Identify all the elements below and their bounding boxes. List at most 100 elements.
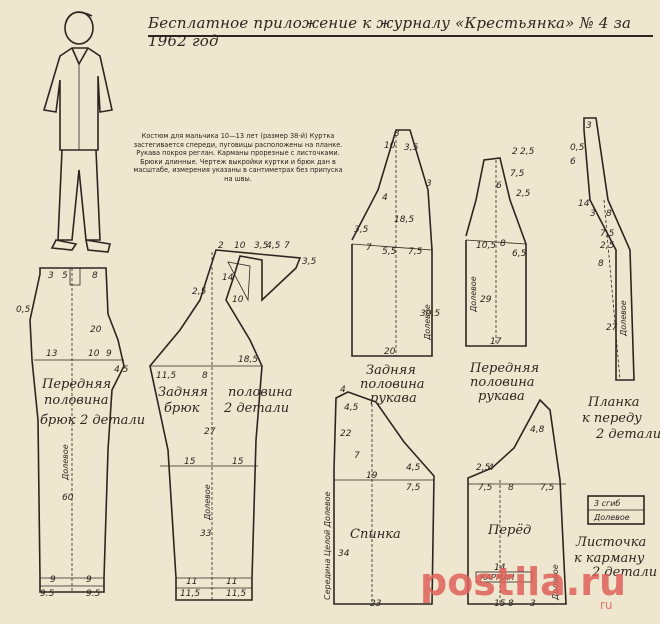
measure-label: 11,5 <box>156 371 176 381</box>
watermark: postila.ru <box>420 560 627 604</box>
front-sleeve-line2: половина <box>470 375 535 390</box>
front-trousers-line3: брюк <box>40 413 76 428</box>
measure-label: 2,5 <box>520 147 535 157</box>
measure-label: 0,5 <box>16 305 31 315</box>
front-label: Перёд <box>487 523 531 538</box>
page-header: Бесплатное приложение к журналу «Крестья… <box>148 14 653 50</box>
measure-label: 6,5 <box>512 249 527 259</box>
grain-label-front-sleeve: Долевое <box>469 276 478 313</box>
measure-label: 7,5 <box>600 229 615 239</box>
measure-label: 8 <box>202 371 208 381</box>
back-trousers-piece <box>149 249 302 601</box>
grain-label-back-trousers: Долевое <box>203 484 212 521</box>
front-sleeve-line1: Передняя <box>469 361 539 376</box>
measure-label: 11,5 <box>226 589 246 599</box>
measurements: 3 5 8 0,5 20 13 10 9 4,5 60 9 9 9.5 9.5 … <box>16 121 618 609</box>
placket-line3: 2 детали <box>595 427 660 442</box>
measure-label: 3,5 <box>302 257 317 267</box>
measure-label: 4 <box>340 385 346 395</box>
back-trousers-line2: половина <box>228 385 293 400</box>
measure-label: 3,5 <box>354 225 369 235</box>
measure-label: 3,5 <box>404 143 419 153</box>
pocket-flap-box2: Долевое <box>593 513 630 522</box>
measure-label: 2 <box>218 241 224 251</box>
measure-label: 10 <box>232 295 244 305</box>
watermark-small: ru <box>600 598 613 612</box>
grain-label-back-sleeve: Долевое <box>423 304 432 341</box>
back-trousers-line3: брюк <box>164 401 200 416</box>
measure-label: 14 <box>578 199 590 209</box>
measure-label: 7 <box>354 451 360 461</box>
pocket-flap-box1: 3 сгиб <box>594 499 620 508</box>
measure-label: 3,5 <box>254 241 269 251</box>
measure-label: 7,5 <box>510 169 525 179</box>
measure-label: 8 <box>508 599 514 609</box>
placket-line1: Планка <box>587 395 639 410</box>
measure-label: 3 <box>530 599 536 609</box>
measure-label: 10,5 <box>476 241 496 251</box>
measure-label: 10 <box>88 349 100 359</box>
measure-label: 33 <box>200 529 212 539</box>
back-trousers-line4: 2 детали <box>223 401 289 416</box>
back-sleeve-line1: Задняя <box>366 363 416 378</box>
grain-label-front: Долевое <box>551 564 560 601</box>
measure-label: 6 <box>496 181 502 191</box>
measure-label: 17 <box>490 337 502 347</box>
front-trousers-piece <box>29 267 125 593</box>
measure-label: 27 <box>204 427 216 437</box>
measure-label: 7,5 <box>478 483 493 493</box>
header-rule <box>148 35 653 37</box>
measure-label: 8 <box>500 239 506 249</box>
measure-label: 11,5 <box>180 589 200 599</box>
measure-label: 9 <box>86 575 92 585</box>
measure-label: 8 <box>606 209 612 219</box>
measure-label: 2,5 <box>192 287 207 297</box>
placket-line2: к переду <box>582 411 642 426</box>
grain-label-placket: Долевое <box>619 300 628 337</box>
measure-label: 3 <box>426 179 432 189</box>
measure-label: 15 <box>232 457 244 467</box>
measure-label: 7,5 <box>406 483 421 493</box>
measure-label: 4 <box>488 463 494 473</box>
back-sleeve-piece <box>351 129 433 357</box>
pocket-flap-line3: 2 детали <box>591 565 657 580</box>
measure-label: 18,5 <box>394 215 414 225</box>
front-trousers-line1: Передняя <box>41 377 111 392</box>
measure-label: 27 <box>606 323 618 333</box>
measure-label: 14 <box>222 273 234 283</box>
grain-label-front-trousers: Долевое <box>61 444 70 481</box>
boy-illustration <box>42 11 113 253</box>
back-piece <box>333 391 435 605</box>
measure-label: 9 <box>50 575 56 585</box>
measure-label: 7 <box>284 241 290 251</box>
front-sleeve-line3: рукава <box>478 389 525 404</box>
front-trousers-line2: половина <box>44 393 109 408</box>
measure-label: 3 <box>48 271 54 281</box>
measure-label: 4,5 <box>114 365 129 375</box>
measure-label: 2,5 <box>516 189 531 199</box>
front-pocket-label: КАРМАН <box>480 573 514 582</box>
measure-label: 22 <box>340 429 352 439</box>
back-sleeve-line3: рукава <box>370 391 417 406</box>
measure-label: 30,5 <box>420 309 440 319</box>
measure-label: 23 <box>370 599 382 609</box>
measure-label: 14 <box>494 563 506 573</box>
description-text: Костюм для мальчика 10—13 лет (размер 38… <box>133 132 343 183</box>
measure-label: 2,5 <box>476 463 491 473</box>
measure-label: 13 <box>46 349 58 359</box>
measure-label: 18,5 <box>238 355 258 365</box>
measure-label: 10 <box>384 141 396 151</box>
back-side-label: Середина Целой Долевое <box>323 491 332 600</box>
measure-label: 34 <box>338 549 350 559</box>
front-sleeve-piece <box>465 157 527 347</box>
measure-label: 8 <box>598 259 604 269</box>
measure-label: 60 <box>62 493 74 503</box>
measure-label: 5,5 <box>382 247 397 257</box>
measure-label: 9.5 <box>86 589 101 599</box>
measure-label: 10 <box>234 241 246 251</box>
measure-label: 5 <box>62 271 68 281</box>
measure-label: 0,5 <box>570 143 585 153</box>
measure-label: 9.5 <box>40 589 55 599</box>
measure-label: 11 <box>226 577 237 587</box>
